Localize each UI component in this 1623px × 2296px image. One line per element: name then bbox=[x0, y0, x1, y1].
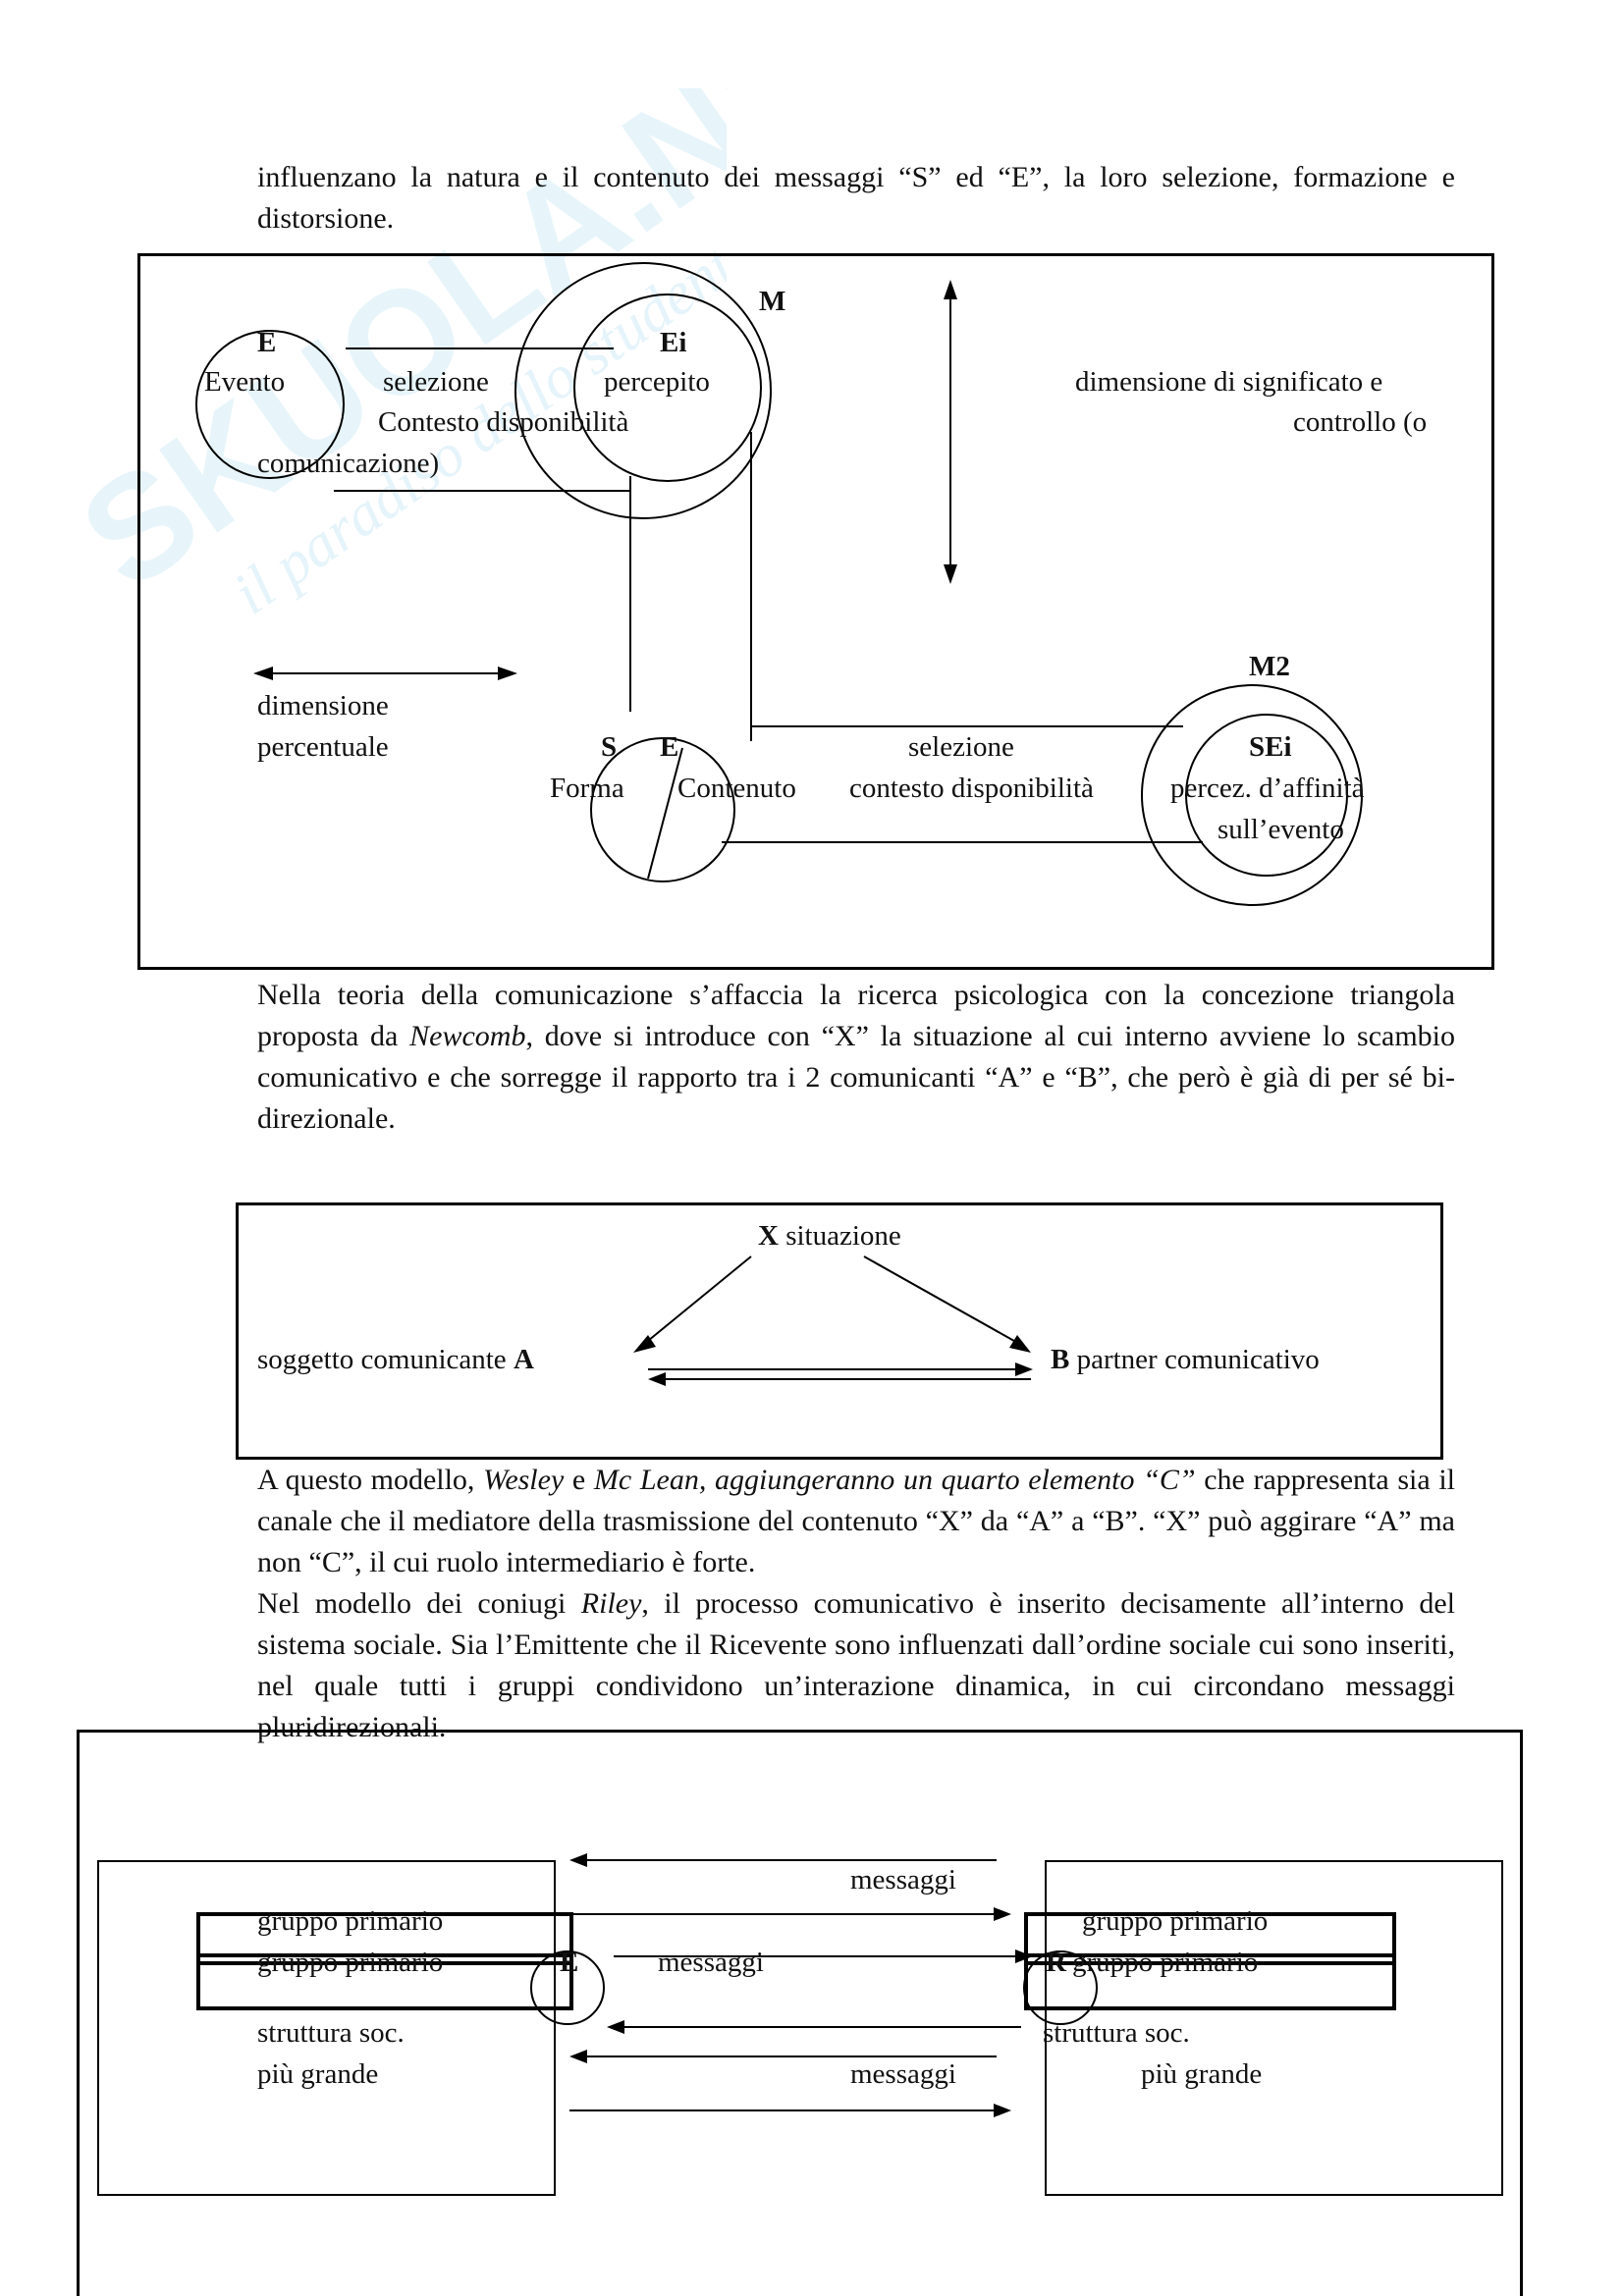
label-controllo: controllo (o bbox=[1293, 406, 1428, 438]
label-forma: Forma bbox=[550, 773, 624, 804]
label-e-2: E bbox=[660, 731, 679, 763]
label-messaggi-mid: messaggi bbox=[658, 1947, 764, 1978]
label-x-situazione: X situazione bbox=[758, 1220, 901, 1252]
arrowhead-up bbox=[944, 280, 957, 299]
arrowhead-left bbox=[253, 667, 273, 680]
circle-m2-inner bbox=[1185, 714, 1348, 877]
label-gruppo-primario-r2: gruppo primario bbox=[1072, 1947, 1259, 1978]
label-emittente-e: E bbox=[560, 1947, 579, 1978]
label-ricevente-r: R bbox=[1046, 1947, 1066, 1978]
circle-se bbox=[590, 737, 735, 882]
label-soggetto-a: soggetto comunicante A bbox=[257, 1344, 534, 1375]
label-gruppo-primario-l1: gruppo primario bbox=[257, 1905, 444, 1937]
label-sei: SEi bbox=[1249, 731, 1292, 763]
label-selezione-1: selezione bbox=[383, 366, 489, 398]
label-m: M bbox=[759, 286, 786, 317]
label-contesto-1: Contesto disponibilità bbox=[378, 406, 629, 438]
label-percepito: percepito bbox=[604, 366, 710, 398]
label-s: S bbox=[601, 731, 618, 763]
box-right-outer bbox=[1045, 1860, 1503, 2196]
label-percez: percez. d’affinità bbox=[1170, 773, 1365, 804]
label-contesto-2: contesto disponibilità bbox=[849, 773, 1094, 804]
arrowhead-down bbox=[944, 564, 957, 584]
label-gruppo-primario-l2: gruppo primario bbox=[257, 1947, 444, 1978]
circle-m-outer bbox=[514, 262, 772, 519]
label-evento: Evento bbox=[204, 366, 286, 398]
label-struttura-l: struttura soc. bbox=[257, 2017, 405, 2049]
diagram-2-frame bbox=[236, 1202, 1443, 1460]
arrowhead-right bbox=[498, 667, 517, 680]
paragraph-riley: Nel modello dei coniugi Riley, il proces… bbox=[257, 1587, 1455, 1743]
arrow-x-to-b bbox=[863, 1255, 1022, 1346]
label-contenuto: Contenuto bbox=[677, 773, 796, 804]
diagram-1-frame bbox=[137, 253, 1494, 970]
label-comunicazione: comunicazione) bbox=[257, 448, 440, 479]
circle-m2-outer bbox=[1141, 684, 1363, 906]
label-selezione-2: selezione bbox=[908, 731, 1014, 763]
paragraph-wesley: A questo modello, Wesley e Mc Lean, aggi… bbox=[257, 1464, 1455, 1578]
paragraph-newcomb: Nella teoria della comunicazione s’affac… bbox=[257, 979, 1455, 1135]
label-dim-percentuale-2: percentuale bbox=[257, 731, 389, 763]
label-ei: Ei bbox=[660, 327, 687, 358]
line-slash bbox=[647, 747, 683, 880]
circle-m-inner bbox=[573, 294, 762, 482]
circle-e bbox=[530, 1950, 605, 2025]
label-messaggi-top: messaggi bbox=[850, 1864, 956, 1896]
label-sull-evento: sull’evento bbox=[1217, 814, 1344, 845]
label-e: E bbox=[257, 327, 277, 358]
label-m2: M2 bbox=[1249, 651, 1290, 682]
label-gruppo-primario-r1: gruppo primario bbox=[1082, 1905, 1269, 1937]
label-grande-r: più grande bbox=[1141, 2058, 1263, 2090]
label-dim-percentuale-1: dimensione bbox=[257, 690, 389, 721]
label-b-partner: B partner comunicativo bbox=[1051, 1344, 1320, 1375]
arrow-x-to-a bbox=[642, 1255, 752, 1346]
paragraph-intro: influenzano la natura e il contenuto dei… bbox=[257, 161, 1455, 235]
label-messaggi-bot: messaggi bbox=[850, 2058, 956, 2090]
box-left-outer bbox=[97, 1860, 556, 2196]
circle-evento bbox=[195, 330, 345, 479]
diagram-3-frame bbox=[77, 1730, 1523, 2296]
label-struttura-r: struttura soc. bbox=[1043, 2017, 1190, 2049]
label-dim-significato: dimensione di significato e bbox=[1075, 366, 1383, 398]
label-grande-l: più grande bbox=[257, 2058, 379, 2090]
